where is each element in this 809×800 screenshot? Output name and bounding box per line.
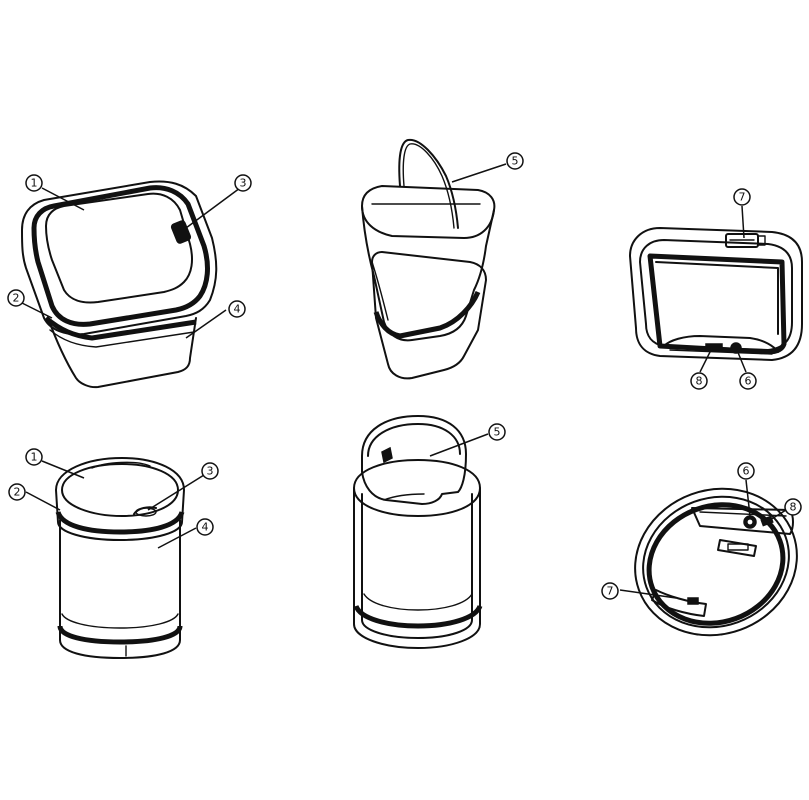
square-bin-inner-bucket bbox=[361, 138, 507, 380]
svg-text:7: 7 bbox=[607, 585, 614, 598]
round-bin-open-lid-sensor bbox=[381, 446, 393, 464]
square-lid-underside bbox=[629, 205, 803, 373]
callout-5-square: 5 bbox=[506, 152, 524, 170]
square-lid-outer-rim bbox=[629, 227, 803, 361]
svg-text:5: 5 bbox=[512, 155, 519, 168]
square-bin-outer-bucket bbox=[371, 251, 487, 380]
callout-6-round: 6 bbox=[737, 462, 755, 480]
round-bin-lid bbox=[55, 457, 185, 541]
round-bin-sensor bbox=[135, 507, 157, 517]
round-lid-outer-rim bbox=[634, 487, 798, 637]
square-bin-lid-outer bbox=[21, 180, 218, 336]
square-lid-power-button bbox=[730, 342, 742, 354]
svg-text:7: 7 bbox=[739, 191, 746, 204]
callout-8-round: 8 bbox=[784, 498, 802, 516]
svg-text:4: 4 bbox=[202, 521, 209, 534]
svg-text:2: 2 bbox=[14, 486, 21, 499]
svg-text:3: 3 bbox=[207, 465, 214, 478]
svg-text:8: 8 bbox=[696, 375, 703, 388]
svg-text:4: 4 bbox=[234, 303, 241, 316]
square-bin-sensor bbox=[170, 220, 192, 244]
round-bin-assembled bbox=[25, 457, 205, 659]
callout-3-square: 3 bbox=[234, 174, 252, 192]
round-bin-open-body bbox=[353, 487, 481, 649]
round-bin-open-lid bbox=[361, 415, 467, 505]
callout-2-round: 2 bbox=[8, 483, 26, 501]
square-bin-assembled bbox=[21, 180, 241, 389]
svg-text:1: 1 bbox=[31, 177, 38, 190]
square-bin-lid-gasket bbox=[31, 185, 210, 327]
callout-2-square: 2 bbox=[7, 289, 25, 307]
callout-3-round: 3 bbox=[201, 462, 219, 480]
callout-7-round: 7 bbox=[601, 582, 619, 600]
square-bin-inner-bucket-body bbox=[361, 185, 496, 342]
round-lid-plate bbox=[717, 539, 757, 557]
round-lid-battery-cover bbox=[651, 589, 707, 617]
round-bin-lid-open bbox=[353, 415, 489, 649]
callout-4-square: 4 bbox=[228, 300, 246, 318]
callout-7-square: 7 bbox=[733, 188, 751, 206]
round-lid-underside bbox=[619, 479, 798, 637]
svg-text:8: 8 bbox=[790, 501, 797, 514]
svg-text:3: 3 bbox=[240, 177, 247, 190]
svg-text:2: 2 bbox=[13, 292, 20, 305]
callout-5-round: 5 bbox=[488, 423, 506, 441]
svg-text:5: 5 bbox=[494, 426, 501, 439]
callout-8-square: 8 bbox=[690, 372, 708, 390]
round-bin-body bbox=[59, 519, 181, 659]
callout-1-round: 1 bbox=[25, 448, 43, 466]
square-bin-band bbox=[44, 316, 197, 341]
callout-4-round: 4 bbox=[196, 518, 214, 536]
callout-6-square: 6 bbox=[739, 372, 757, 390]
square-lid-gasket bbox=[647, 253, 787, 355]
svg-text:6: 6 bbox=[745, 375, 752, 388]
square-bin-body bbox=[47, 317, 197, 389]
round-bin-lid-top bbox=[61, 463, 179, 517]
svg-text:1: 1 bbox=[31, 451, 38, 464]
square-bin-lid-top bbox=[45, 192, 193, 304]
round-lid-gasket bbox=[646, 502, 786, 626]
callout-1-square: 1 bbox=[25, 174, 43, 192]
svg-text:6: 6 bbox=[743, 465, 750, 478]
square-bin-handle bbox=[398, 138, 459, 229]
